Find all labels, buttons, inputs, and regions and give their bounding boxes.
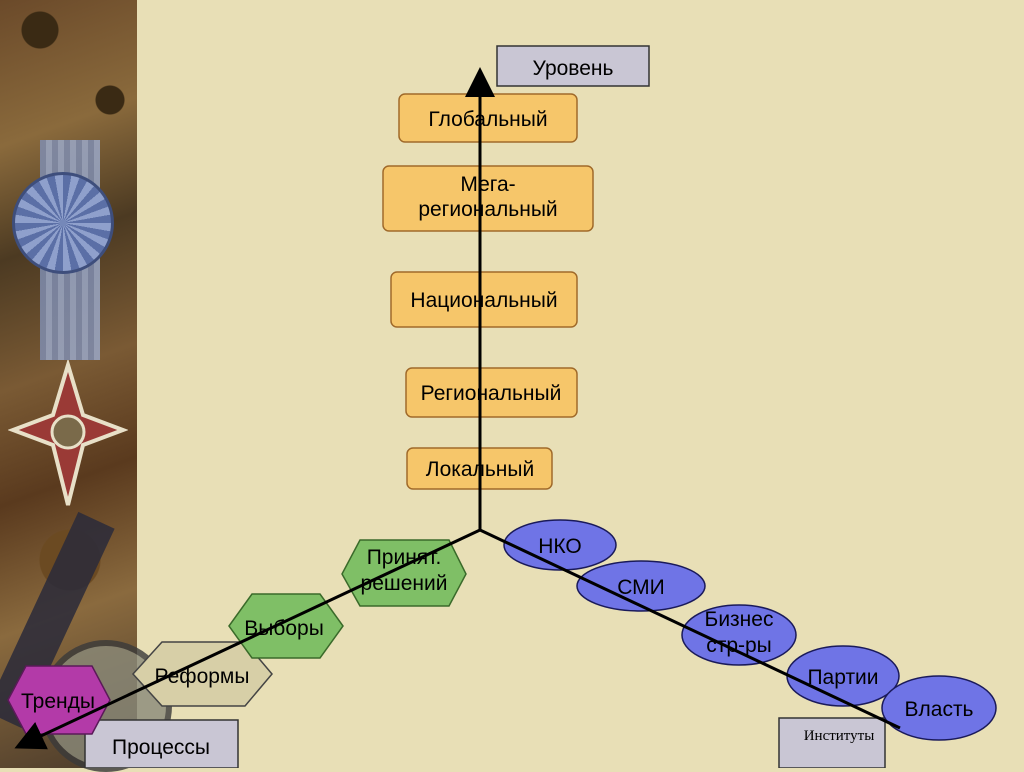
process-hex-trends: Тренды [7,665,111,735]
svg-text:Глобальный: Глобальный [428,108,547,131]
vertical-axis-label: Уровень [496,45,650,87]
process-hex-decision-making: Принят.решений [341,539,467,607]
svg-text:Национальный: Национальный [410,289,557,312]
svg-text:Тренды: Тренды [21,690,95,713]
institution-ellipse-power: Власть [881,675,997,741]
medal-rosette [12,172,114,274]
level-box-global: Глобальный [398,93,578,143]
svg-text:Партии: Партии [807,666,878,689]
svg-text:СМИ: СМИ [617,576,665,599]
svg-text:НКО: НКО [538,535,582,558]
right-axis-line [479,528,901,730]
svg-text:Принят.решений: Принят.решений [361,546,448,595]
institution-ellipse-ngo: НКО [503,519,617,571]
level-box-national: Национальный [390,271,578,328]
level-box-regional: Региональный [405,367,578,418]
institution-ellipse-media: СМИ [576,560,706,612]
svg-text:Мега-региональный: Мега-региональный [418,173,557,221]
level-box-mega-regional: Мега-региональный [382,165,594,232]
svg-text:Региональный: Региональный [421,382,562,405]
svg-text:Власть: Власть [905,698,974,721]
left-axis-label: Процессы [84,719,239,768]
svg-text:Уровень: Уровень [533,57,614,80]
svg-text:Институты: Институты [804,728,875,744]
right-axis-label: Институты [778,717,886,768]
svg-text:Выборы: Выборы [244,617,324,640]
left-axis-arrow [14,528,481,750]
process-hex-elections: Выборы [228,593,344,659]
institution-ellipse-parties: Партии [786,645,900,707]
medal-cross-icon [8,360,128,506]
svg-text:Процессы: Процессы [112,736,210,759]
